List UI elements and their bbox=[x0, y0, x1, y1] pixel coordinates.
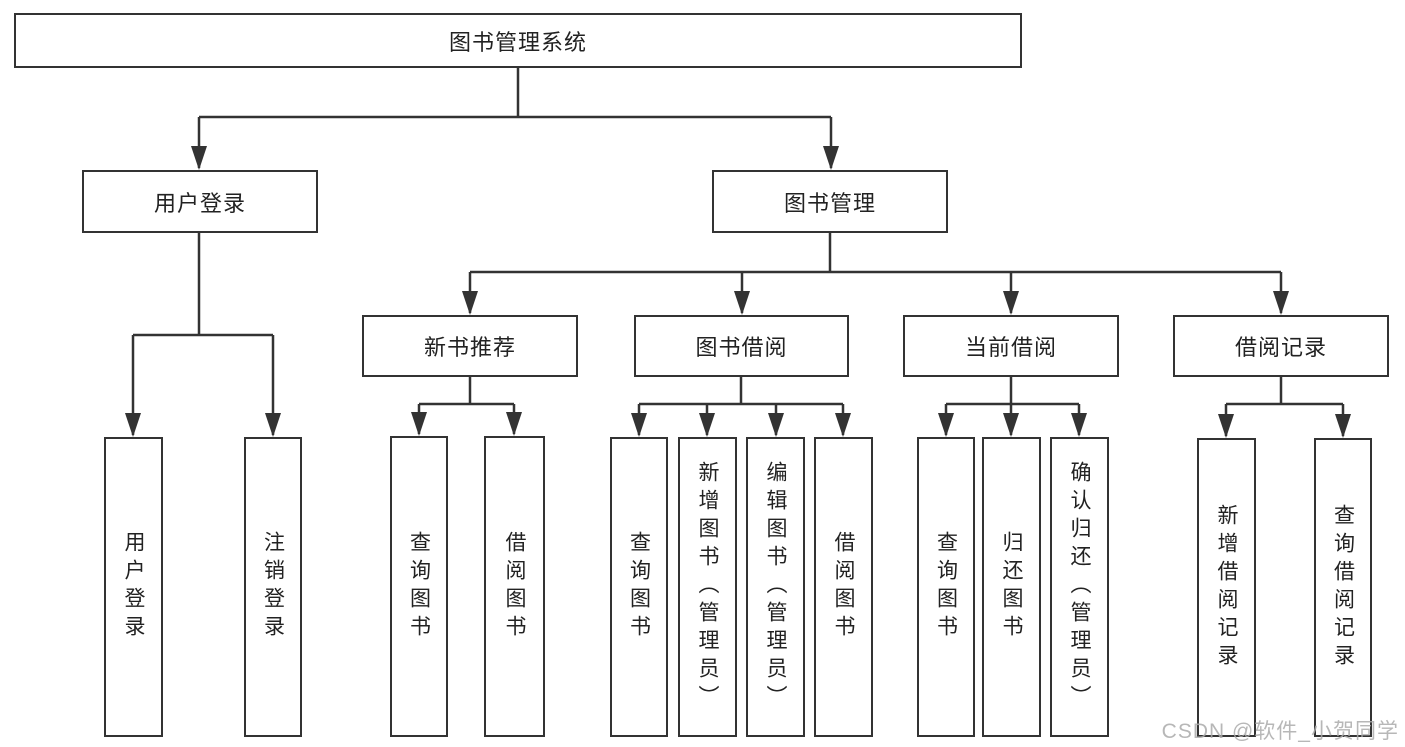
node-book-management: 图书管理 bbox=[712, 170, 948, 233]
leaf-label: 用户登录 bbox=[122, 531, 146, 643]
node-borrow-records: 借阅记录 bbox=[1173, 315, 1389, 377]
leaf-query-books-current: 查询图书 bbox=[917, 437, 975, 737]
connector-newbooks-to-leaves bbox=[411, 377, 522, 436]
leaf-label: 确认归还（管理员） bbox=[1068, 461, 1092, 713]
leaf-logout: 注销登录 bbox=[244, 437, 302, 737]
leaf-query-books-recommend: 查询图书 bbox=[390, 436, 448, 737]
leaf-add-borrow-record: 新增借阅记录 bbox=[1197, 438, 1256, 737]
leaf-label: 编辑图书（管理员） bbox=[764, 461, 788, 713]
node-user-login: 用户登录 bbox=[82, 170, 318, 233]
connector-userlogin-to-leaves bbox=[125, 233, 281, 437]
connector-currentborrow-to-leaves bbox=[938, 377, 1087, 437]
leaf-label: 借阅图书 bbox=[503, 530, 527, 643]
connector-bookmgmt-to-level3 bbox=[462, 233, 1289, 315]
leaf-label: 查询图书 bbox=[934, 531, 958, 643]
leaf-label: 查询借阅记录 bbox=[1331, 503, 1355, 672]
node-current-borrow: 当前借阅 bbox=[903, 315, 1119, 377]
node-label: 用户登录 bbox=[153, 190, 246, 216]
leaf-query-books-borrow: 查询图书 bbox=[610, 437, 668, 737]
leaf-label: 新增图书（管理员） bbox=[696, 461, 720, 713]
leaf-confirm-return-admin: 确认归还（管理员） bbox=[1050, 437, 1109, 737]
node-label: 图书管理 bbox=[783, 190, 876, 216]
leaf-label: 查询图书 bbox=[627, 531, 651, 643]
leaf-borrow-books: 借阅图书 bbox=[814, 437, 873, 737]
leaf-label: 新增借阅记录 bbox=[1215, 503, 1239, 672]
connector-bookborrow-to-leaves bbox=[631, 377, 851, 437]
leaf-query-borrow-record: 查询借阅记录 bbox=[1314, 438, 1372, 737]
node-label: 图书借阅 bbox=[695, 335, 788, 360]
leaf-borrow-books-recommend: 借阅图书 bbox=[484, 436, 545, 737]
connector-root-to-level2 bbox=[191, 68, 839, 170]
leaf-edit-books-admin: 编辑图书（管理员） bbox=[746, 437, 805, 737]
connector-borrowrecords-to-leaves bbox=[1218, 377, 1351, 438]
leaf-return-books: 归还图书 bbox=[982, 437, 1041, 737]
node-root-label: 图书管理系统 bbox=[448, 29, 587, 55]
node-root: 图书管理系统 bbox=[14, 13, 1022, 68]
leaf-label: 借阅图书 bbox=[832, 531, 856, 643]
node-label: 借阅记录 bbox=[1234, 335, 1327, 360]
node-new-book-recommend: 新书推荐 bbox=[362, 315, 578, 377]
leaf-label: 注销登录 bbox=[261, 531, 285, 643]
leaf-user-login: 用户登录 bbox=[104, 437, 163, 737]
leaf-label: 归还图书 bbox=[1000, 531, 1024, 643]
watermark: CSDN @软件_小贺同学 bbox=[1161, 720, 1399, 743]
leaf-label: 查询图书 bbox=[407, 530, 431, 643]
node-book-borrow: 图书借阅 bbox=[634, 315, 849, 377]
leaf-add-books-admin: 新增图书（管理员） bbox=[678, 437, 737, 737]
node-label: 新书推荐 bbox=[423, 335, 516, 360]
node-label: 当前借阅 bbox=[964, 335, 1057, 360]
